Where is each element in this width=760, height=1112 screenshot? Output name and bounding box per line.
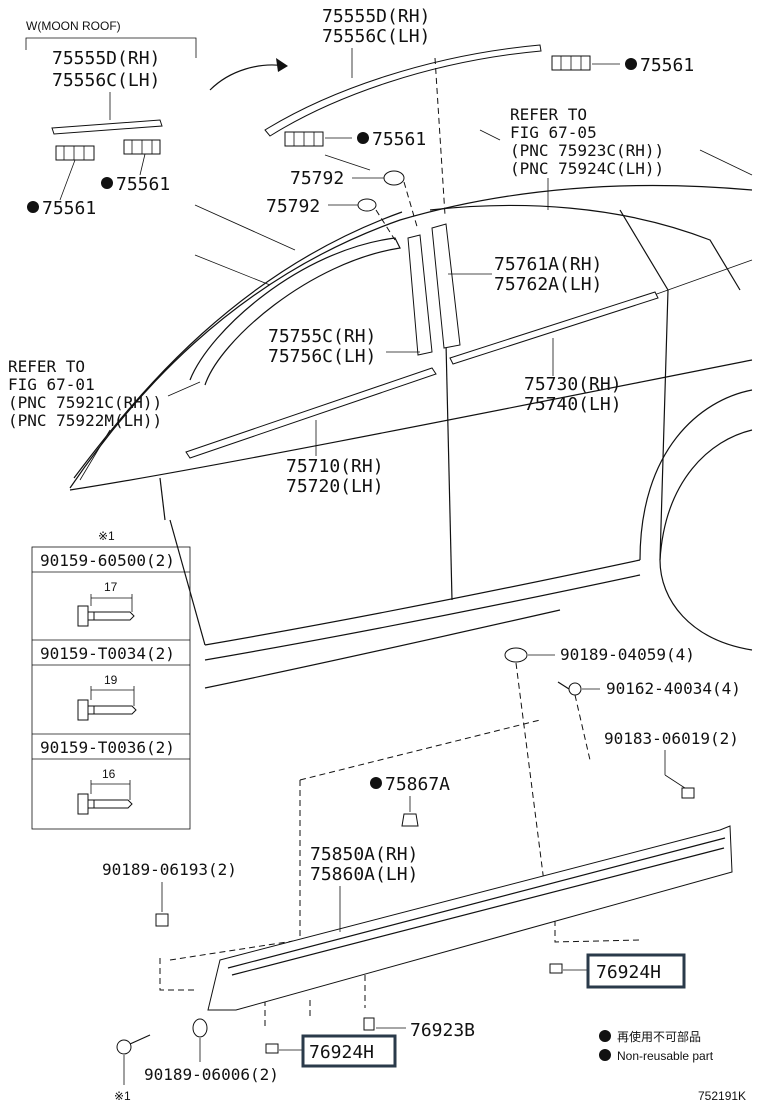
arrow-icon [209,64,286,91]
label-76924H-right: 76924H [596,962,661,983]
inset-75561-a: 75561 [116,174,170,195]
label-75556C: 75556C(LH) [322,26,430,47]
screw-icon [77,686,137,721]
non-reusable-dot-icon [599,1049,611,1061]
label-75860A: 75860A(LH) [310,864,418,885]
refer-right-line2: FIG 67-05 [510,123,597,142]
screw-icon [116,1034,151,1055]
non-reusable-dot-icon [625,58,637,70]
clip-icon [401,813,419,827]
table-row3-label: 90159-T0036(2) [40,738,175,757]
label-90189-06193: 90189-06193(2) [102,860,237,879]
roof-molding [264,44,542,137]
screw-icon [77,594,135,627]
refer-left-line3: (PNC 75921C(RH)) [8,393,162,412]
roof-molding-group: 75555D(RH) 75556C(LH) 75561 75561 [264,6,694,216]
bottom-note-mark: ※1 [114,1089,131,1103]
refer-right-note: REFER TO FIG 67-05 (PNC 75923C(RH)) (PNC… [510,105,664,210]
clip-icon [265,1043,279,1054]
non-reusable-dot-icon [27,201,39,213]
label-75756C: 75756C(LH) [268,346,376,367]
moon-roof-label: W(MOON ROOF) [26,19,121,33]
belt-moldings: 75730(RH) 75740(LH) 75710(RH) 75720(LH) [185,291,659,497]
table-dim2: 19 [104,673,118,687]
refer-left-line1: REFER TO [8,357,85,376]
refer-right-line1: REFER TO [510,105,587,124]
non-reusable-dot-icon [101,177,113,189]
front-belt-molding [185,367,437,459]
clip-icon [284,131,324,147]
clip-icon [192,1018,208,1038]
legend-jp: 再使用不可部品 [617,1029,701,1044]
label-75740: 75740(LH) [524,394,622,415]
table-note-mark: ※1 [98,529,115,543]
label-75792-b: 75792 [266,196,320,217]
moon-roof-molding [51,119,163,135]
table-row1-label: 90159-60500(2) [40,551,175,570]
non-reusable-dot-icon [357,132,369,144]
inset-75555D: 75555D(RH) [52,48,160,69]
label-75867A: 75867A [385,774,450,795]
figure-id: 752191K [698,1089,746,1103]
non-reusable-dot-icon [370,777,382,789]
clip-icon [123,139,161,155]
label-90189-04059: 90189-04059(4) [560,645,695,664]
refer-left-line4: (PNC 75922M(LH)) [8,411,162,430]
highlight-box-76924H-left [301,1034,397,1068]
clip-icon [363,1017,375,1031]
label-75555D: 75555D(RH) [322,6,430,27]
label-75710: 75710(RH) [286,456,384,477]
inset-75561-b: 75561 [42,198,96,219]
table-dim3: 16 [102,767,116,781]
label-90162-40034: 90162-40034(4) [606,679,741,698]
screw-icon [77,780,133,815]
moon-roof-inset: W(MOON ROOF) 75555D(RH) 75556C(LH) 75561… [25,19,288,219]
refer-left-line2: FIG 67-01 [8,375,95,394]
label-90183-06019: 90183-06019(2) [604,729,739,748]
label-75720: 75720(LH) [286,476,384,497]
nut-icon [681,787,695,799]
car-body-outline [69,129,753,689]
inset-75556C: 75556C(LH) [52,70,160,91]
label-90189-06006: 90189-06006(2) [144,1065,279,1084]
clip-icon [549,963,563,974]
pillar-garnish-75755C [407,234,433,356]
refer-left-note: REFER TO FIG 67-01 (PNC 75921C(RH)) (PNC… [8,357,201,481]
nut-icon [155,913,169,927]
pillar-garnish-75761A [431,223,461,349]
clip-icon [504,647,528,663]
label-75730: 75730(RH) [524,374,622,395]
clip-icon [551,55,591,71]
label-75561-top: 75561 [640,55,694,76]
label-75761A: 75761A(RH) [494,254,602,275]
screw-table: ※1 90159-60500(2) 90159-T0034(2) 90159-T… [31,529,191,830]
label-76924H-left: 76924H [309,1042,374,1063]
plug-icon [383,170,405,186]
table-dim1: 17 [104,580,118,594]
label-75850A: 75850A(RH) [310,844,418,865]
legend: 再使用不可部品 Non-reusable part 752191K [599,1029,746,1103]
refer-right-line4: (PNC 75924C(LH)) [510,159,664,178]
clip-icon [55,145,95,161]
highlight-box-76924H-right [586,953,686,989]
screw-icon [557,681,582,696]
label-75561-mid: 75561 [372,129,426,150]
label-75762A: 75762A(LH) [494,274,602,295]
rocker-panel-group: 90189-04059(4) 90162-40034(4) 90183-0601… [102,645,741,1103]
plug-75792-group: 75792 75792 [266,154,419,241]
plug-icon [357,198,377,212]
non-reusable-dot-icon [599,1030,611,1042]
pillar-moldings: 75761A(RH) 75762A(LH) 75755C(RH) 75756C(… [268,223,602,367]
label-75792-a: 75792 [290,168,344,189]
table-row2-label: 90159-T0034(2) [40,644,175,663]
refer-right-line3: (PNC 75923C(RH)) [510,141,664,160]
label-76923B: 76923B [410,1020,475,1041]
rear-belt-molding [449,291,659,365]
rocker-molding [207,825,733,1011]
label-75755C: 75755C(RH) [268,326,376,347]
legend-en: Non-reusable part [617,1049,714,1063]
